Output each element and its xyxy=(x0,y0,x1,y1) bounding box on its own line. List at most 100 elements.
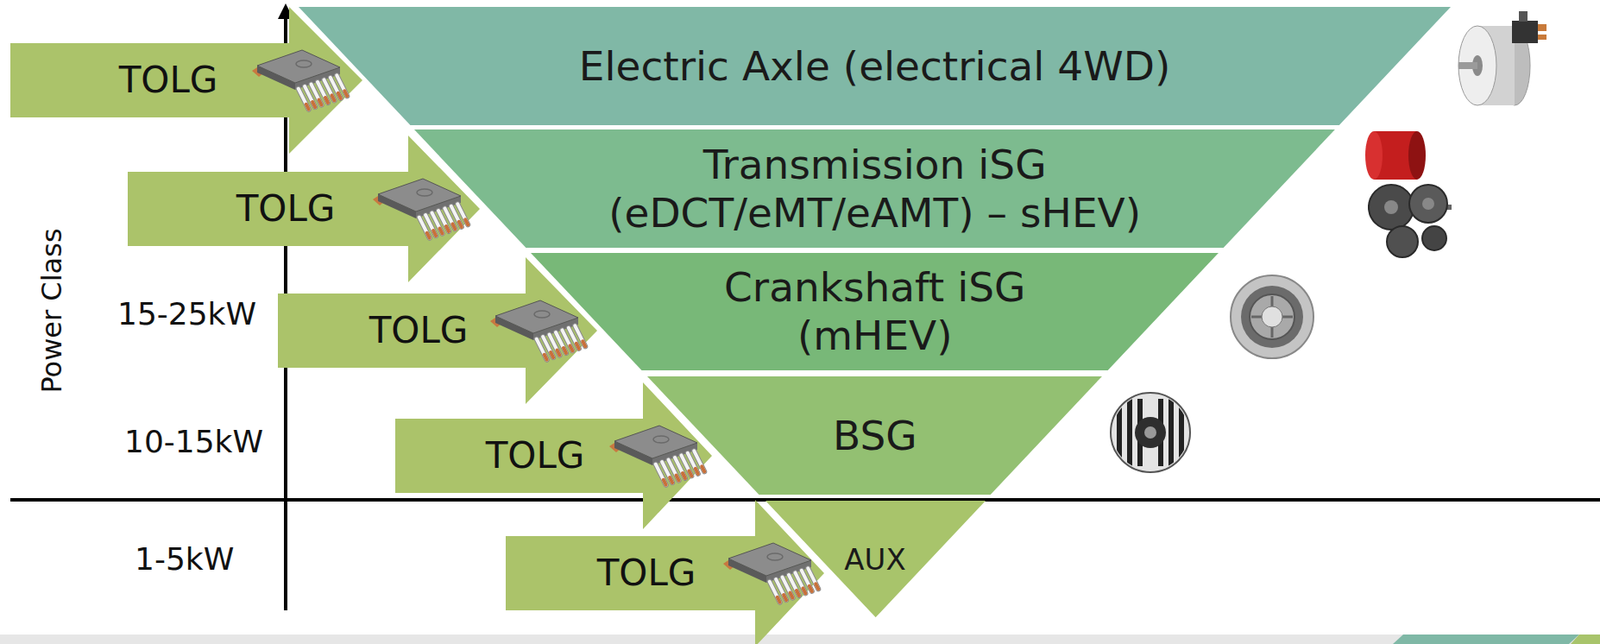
chip-top xyxy=(495,300,579,334)
chip-lead xyxy=(457,203,468,225)
band-fill xyxy=(414,129,1336,248)
chip-lead-tip xyxy=(312,101,315,108)
chip-lead-outline xyxy=(336,75,347,96)
chip-lead-tip xyxy=(465,219,468,225)
word: Power xyxy=(35,309,69,394)
chip-lead-tip xyxy=(319,100,322,106)
arrow-fill xyxy=(505,499,825,644)
funnel-band: Electric Axle (electrical 4WD) xyxy=(298,6,1451,126)
band-fill xyxy=(647,376,1103,495)
text-holder: AUX xyxy=(765,541,986,577)
gear xyxy=(1386,226,1418,258)
pulley-hub xyxy=(1144,426,1157,439)
arrow-fill xyxy=(277,257,598,404)
e-machine-end xyxy=(1365,131,1383,180)
word: TOLG xyxy=(119,58,219,101)
axis-title: Power Class xyxy=(36,227,69,393)
word: iSG xyxy=(977,139,1046,188)
gear xyxy=(1368,184,1414,230)
band-fill xyxy=(765,500,986,618)
band-label: Electric Axle (electrical 4WD) xyxy=(579,41,1171,90)
footer-accent xyxy=(1570,634,1600,644)
arrow-fill xyxy=(127,135,480,283)
chip-dimple xyxy=(296,60,312,68)
crankshaft-isg-icon xyxy=(1230,275,1314,359)
word: TOLG xyxy=(369,308,469,352)
chip-lead-tip xyxy=(433,230,436,236)
chip-lead-tip xyxy=(544,354,548,360)
funnel-band: AUX xyxy=(765,500,986,618)
chip-lead-tip xyxy=(695,468,699,474)
chip-lead-outline xyxy=(693,450,705,472)
chip-top xyxy=(614,425,698,459)
text-holder: TOLG xyxy=(485,434,586,477)
chip-lead-tip xyxy=(802,587,806,593)
word: (eDCT/eMT/eAMT) xyxy=(608,188,974,237)
transmission-icon xyxy=(1365,131,1452,258)
chip-lead-tip xyxy=(331,94,334,101)
chip-lead-tip xyxy=(563,347,567,353)
chip-lead-tip xyxy=(777,597,781,603)
chip-lead-tip xyxy=(582,340,586,347)
text-holder: TOLG xyxy=(597,552,697,594)
chip-icon xyxy=(723,542,819,603)
electric-motor-icon xyxy=(1458,11,1547,106)
chip-icon xyxy=(251,50,347,110)
pulley xyxy=(1134,416,1166,448)
arrow-label: TOLG xyxy=(119,59,219,101)
chip-lead-tip xyxy=(688,470,692,476)
chip-lead-tip xyxy=(459,221,462,227)
chip-lead xyxy=(336,75,347,96)
word: (mHEV) xyxy=(797,311,953,360)
word: TOLG xyxy=(236,187,336,230)
chip-icon xyxy=(490,300,586,360)
word: – xyxy=(987,188,1008,237)
chip-lead-tip xyxy=(663,479,667,486)
chip-lead-outline xyxy=(457,203,468,225)
chip-lead-tip xyxy=(325,97,328,103)
word: Class xyxy=(35,227,69,301)
stator-ring xyxy=(1230,275,1314,359)
arrow-label: TOLG xyxy=(485,434,586,477)
motor-shaft xyxy=(1458,62,1478,70)
chip-top xyxy=(257,50,341,83)
funnel-band: BSG xyxy=(647,376,1103,495)
motor-terminal xyxy=(1537,34,1547,40)
arrow-shape: TOLG xyxy=(10,6,363,154)
band-label: Crankshaft iSG (mHEV) xyxy=(689,263,1061,361)
arrow-fill xyxy=(10,6,363,154)
chip-lead-tip xyxy=(790,592,794,599)
chip-lead-tip xyxy=(569,345,573,351)
power-class-label: 15-25kW xyxy=(117,296,257,332)
alternator-slots xyxy=(1116,398,1185,467)
chip-lead-tip xyxy=(557,350,561,356)
word: AUX xyxy=(844,541,906,576)
chip-lead xyxy=(807,567,819,589)
chip-lead-tip xyxy=(338,93,341,99)
chip-lead-tip xyxy=(809,585,813,592)
band-label: Transmission iSG (eDCT/eMT/eAMT) – sHEV) xyxy=(547,139,1204,238)
word: BSG xyxy=(832,410,918,459)
chip-lead-tip xyxy=(576,343,580,349)
motor-terminal xyxy=(1537,24,1547,32)
text-holder: TOLG xyxy=(369,309,469,352)
gear xyxy=(1422,226,1447,251)
word: Transmission xyxy=(703,139,966,188)
chip-icon xyxy=(372,178,468,239)
band-label: BSG xyxy=(832,410,918,460)
rotor-hub xyxy=(1261,306,1283,328)
chip-lead-tip xyxy=(306,104,309,110)
word: 1-5kW xyxy=(134,541,234,577)
word: (electrical xyxy=(843,41,1046,89)
rotor xyxy=(1249,294,1295,340)
slot xyxy=(1178,398,1185,467)
word: Axle xyxy=(742,41,831,89)
footer-accent xyxy=(1392,634,1580,644)
gear-hub xyxy=(1422,197,1435,210)
chip-lead-tip xyxy=(452,223,455,229)
word: sHEV) xyxy=(1020,188,1141,237)
chip-dimple xyxy=(767,553,783,561)
text-holder: Electric Axle (electrical 4WD) xyxy=(298,41,1451,90)
text-holder: Crankshaft iSG (mHEV) xyxy=(530,263,1219,361)
